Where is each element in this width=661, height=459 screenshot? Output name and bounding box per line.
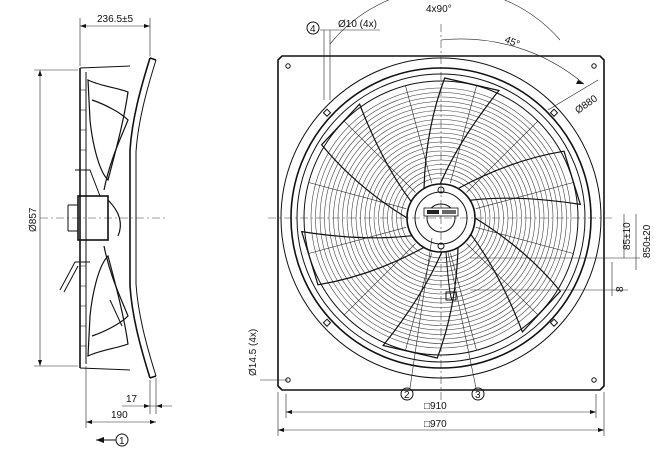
spacing-label-a: 85±10	[622, 222, 633, 250]
callout-2: 2	[404, 390, 410, 401]
corner-holes	[285, 63, 597, 383]
callout-1: 1	[119, 436, 125, 447]
angle-45-label: 45°	[503, 35, 521, 51]
cable	[445, 251, 453, 301]
impeller-blade	[423, 77, 500, 189]
mounting-plate	[277, 55, 605, 391]
hub-outer	[406, 183, 476, 253]
callout-4: 4	[310, 24, 316, 35]
outer-ring	[280, 57, 602, 379]
impeller-blade	[300, 230, 425, 286]
diameter-dimension: Ø857	[28, 207, 39, 232]
hole-angle-label: 4x90°	[426, 4, 452, 15]
callout-3-circle	[471, 387, 485, 401]
inner-width-label: □910	[424, 401, 447, 412]
impeller-blade	[457, 150, 582, 206]
guard-grille	[310, 87, 572, 349]
front-view: 4x90° 45° Ø880 4 Ø10 (4x) Ø14.5 (4x) 85±…	[248, 0, 653, 436]
outer-width-label: □970	[424, 419, 447, 430]
impeller-blade	[320, 102, 412, 219]
depth-dimension: 236.5±5	[97, 14, 134, 25]
callout-4-circle	[306, 21, 320, 35]
flange-dimension: 17	[126, 394, 138, 405]
spacing-label-b: 850±20	[642, 224, 653, 258]
impeller-blade	[470, 217, 562, 334]
side-view: 236.5±5 Ø857 17 190 1	[28, 14, 172, 447]
mount-hole-label: Ø14.5 (4x)	[248, 329, 259, 376]
label-plate	[423, 207, 459, 217]
inlet-ring-front	[290, 67, 592, 369]
callout-2-circle	[400, 387, 414, 401]
hub-center	[426, 203, 456, 233]
impeller-blade	[382, 247, 459, 359]
callout-1-circle	[115, 433, 129, 447]
overall-depth-dimension: 190	[111, 410, 128, 421]
guard-spokes	[308, 85, 574, 351]
impeller-blades-front	[300, 77, 582, 359]
callout-3: 3	[475, 390, 481, 401]
guard-outer	[303, 80, 579, 356]
pitch-circle-label: Ø880	[573, 93, 600, 116]
inlet-ring	[129, 57, 151, 379]
hole-diameter-label: Ø10 (4x)	[338, 19, 377, 30]
small-dimension-label: 8	[615, 286, 626, 292]
impeller-blades-side	[87, 79, 129, 357]
motor-hub	[77, 195, 109, 241]
guard-clips	[322, 108, 559, 327]
